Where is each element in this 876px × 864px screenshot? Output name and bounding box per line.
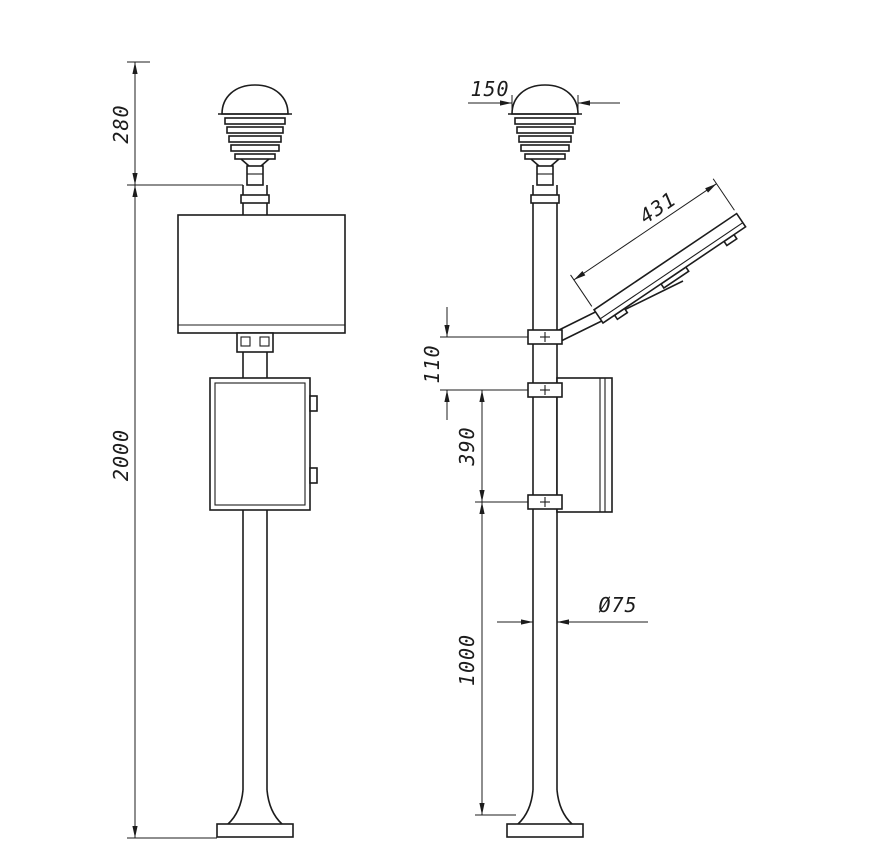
- sensor-dome: [221, 84, 289, 115]
- base-front: [216, 789, 294, 838]
- shield-plate: [514, 117, 576, 125]
- bracket-bolt: [259, 336, 270, 347]
- solar-panel-side: 431: [570, 178, 747, 325]
- base-flare: [556, 789, 573, 825]
- arrowhead: [521, 619, 533, 625]
- shield-plate: [230, 144, 280, 152]
- arrowhead: [479, 390, 485, 402]
- arrowhead: [444, 390, 450, 402]
- pole-clamps: [527, 329, 563, 510]
- dim-clamp-gap: 110: [420, 307, 528, 420]
- shield-plate: [520, 144, 570, 152]
- cabinet-hinge: [309, 395, 318, 412]
- base-side: [506, 789, 584, 838]
- cabinet-outline: [556, 377, 613, 513]
- base-flare: [266, 789, 283, 825]
- sensor-taper: [550, 158, 560, 167]
- base-flare: [227, 789, 244, 825]
- shield-plate: [234, 153, 276, 160]
- sensor-dome: [511, 84, 579, 115]
- shield-plate: [524, 153, 566, 160]
- shield-plate: [228, 135, 282, 143]
- sensor-width-label: 150: [470, 77, 509, 101]
- arrowhead: [479, 803, 485, 815]
- sensor-collar: [246, 165, 264, 186]
- total-height-label: 2000: [109, 429, 133, 481]
- dim-sensor-width: 150: [468, 77, 620, 110]
- arrowhead: [132, 62, 138, 74]
- dim-total-height: 2000: [109, 185, 217, 839]
- dim-pole-diameter: Ø75: [497, 593, 648, 625]
- shield-plate: [224, 117, 286, 125]
- sensor-height-label: 280: [109, 104, 133, 143]
- arrowhead: [444, 325, 450, 337]
- pole-collar-ring: [530, 194, 560, 204]
- pole-diameter-label: Ø75: [598, 593, 637, 617]
- pole-front: [240, 185, 270, 790]
- arrowhead: [578, 100, 590, 106]
- cabinet-hinge: [309, 467, 318, 484]
- weather-sensor-front: [218, 84, 292, 186]
- side-view: 431: [420, 77, 747, 838]
- arrowhead: [132, 173, 138, 185]
- panel-outline: [177, 214, 346, 334]
- dimension-line: [573, 183, 717, 281]
- panel-slab: [592, 212, 747, 325]
- base-plate: [506, 823, 584, 838]
- shield-plate: [226, 126, 284, 134]
- cabinet-front: [209, 377, 318, 511]
- pole-collar-ring: [240, 194, 270, 204]
- base-plate: [216, 823, 294, 838]
- panel-frame-line: [599, 222, 744, 320]
- dim-cabinet-span: 390: [455, 390, 528, 503]
- weather-sensor-side: [508, 84, 582, 186]
- arrowhead: [500, 100, 512, 106]
- cabinet-door: [214, 382, 306, 506]
- sensor-taper: [260, 158, 270, 167]
- radiation-shield-plates: [514, 117, 576, 160]
- dim-sensor-height: 280: [109, 61, 243, 186]
- radiation-shield-plates: [224, 117, 286, 160]
- arrowhead: [479, 490, 485, 502]
- solar-panel-front: [177, 214, 346, 353]
- sensor-taper: [530, 158, 540, 167]
- base-flare: [517, 789, 534, 825]
- cabinet-outline: [209, 377, 311, 511]
- sensor-taper: [240, 158, 250, 167]
- lower-section-label: 1000: [455, 634, 479, 686]
- clamp-gap-label: 110: [420, 344, 444, 383]
- panel-mount-bracket: [236, 332, 274, 353]
- extension-line: [570, 274, 593, 307]
- shield-plate: [518, 135, 572, 143]
- panel-length-label: 431: [635, 187, 681, 229]
- shield-plate: [516, 126, 574, 134]
- arrowhead: [132, 826, 138, 838]
- front-view: 280 2000: [109, 61, 346, 839]
- arrowhead: [132, 185, 138, 197]
- cabinet-span-label: 390: [455, 426, 479, 466]
- arrowhead: [479, 502, 485, 514]
- arrowhead: [557, 619, 569, 625]
- bracket-bolt: [240, 336, 251, 347]
- sensor-collar: [536, 165, 554, 186]
- cabinet-side: [556, 377, 613, 513]
- pole-side: [530, 185, 560, 790]
- dim-lower-section: 1000: [455, 502, 516, 816]
